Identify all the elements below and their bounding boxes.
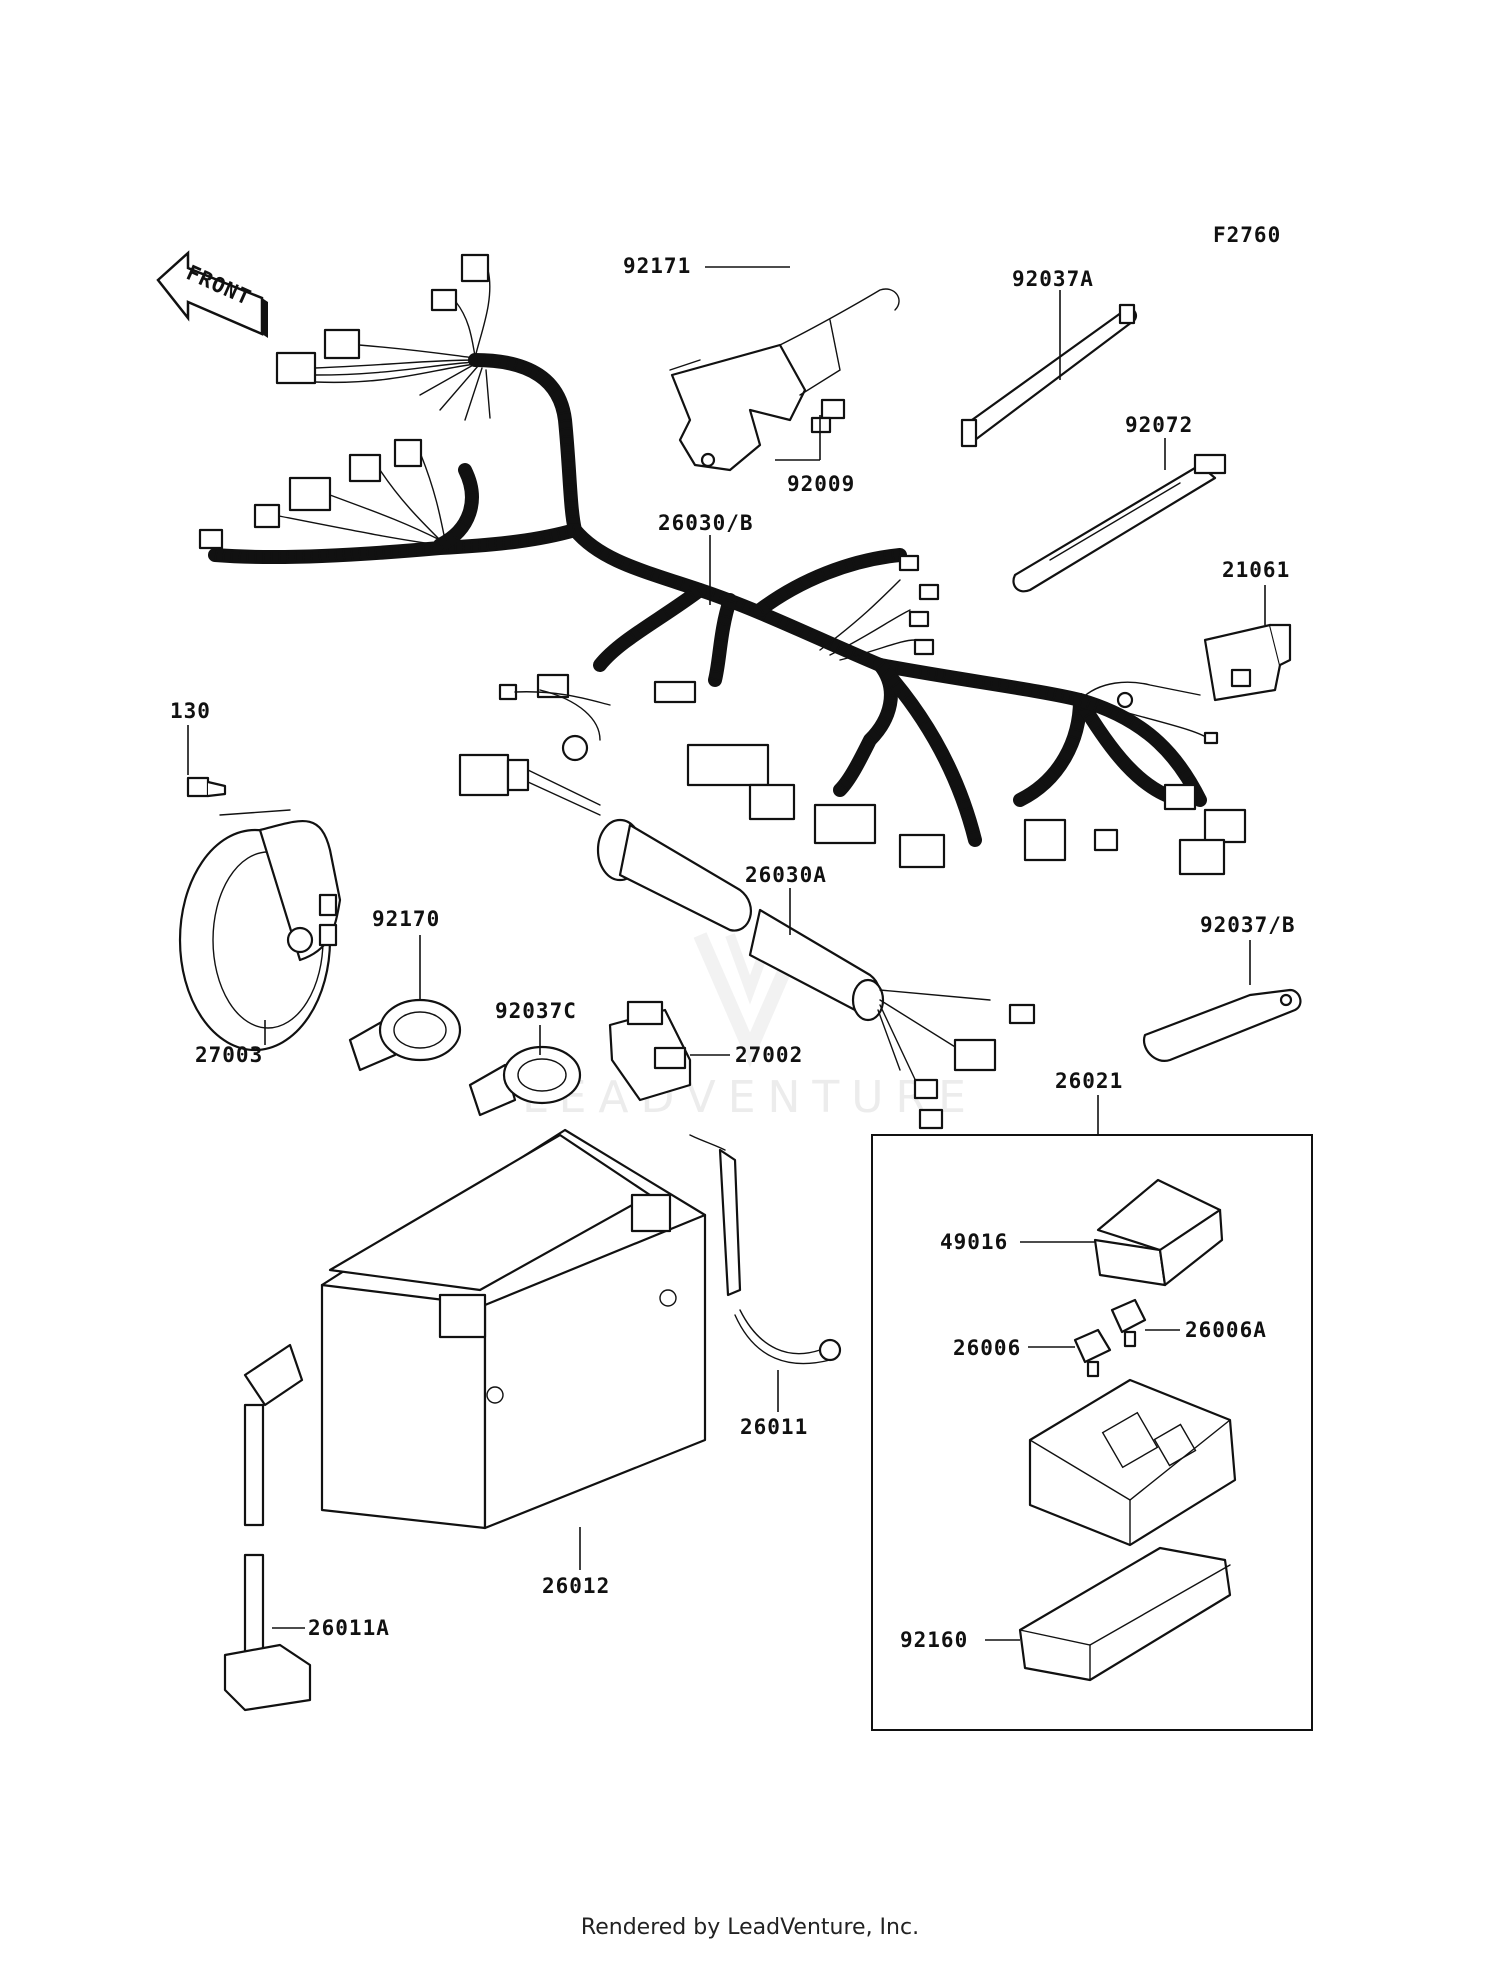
label-92170: 92170 <box>372 907 440 931</box>
label-92160: 92160 <box>900 1628 968 1652</box>
clamp-92170 <box>348 998 462 1072</box>
label-27002: 27002 <box>735 1043 803 1067</box>
label-92037A: 92037A <box>1012 267 1094 291</box>
label-92072: 92072 <box>1125 413 1193 437</box>
bracket-92171 <box>669 288 900 472</box>
label-26006A: 26006A <box>1185 1318 1267 1342</box>
label-26021: 26021 <box>1055 1069 1123 1093</box>
label-92009: 92009 <box>787 472 855 496</box>
cable-tie-92072 <box>1012 453 1227 593</box>
sub-harness-26030A <box>458 753 1036 1130</box>
label-49016: 49016 <box>940 1230 1008 1254</box>
label-26030A: 26030A <box>745 863 827 887</box>
fuse-box-body <box>1028 1378 1237 1547</box>
label-92171: 92171 <box>623 254 691 278</box>
bolt-130 <box>186 776 227 798</box>
fuse-26006A <box>1110 1298 1147 1348</box>
watermark-text: LEADVENTURE <box>522 1072 978 1123</box>
clamp-92037C <box>468 1045 582 1117</box>
label-27003: 27003 <box>195 1043 263 1067</box>
label-26006: 26006 <box>953 1336 1021 1360</box>
label-26011A: 26011A <box>308 1616 390 1640</box>
leader-lines <box>187 266 1266 1641</box>
label-21061: 21061 <box>1222 558 1290 582</box>
battery-26012 <box>320 1128 707 1530</box>
front-arrow-icon: FRONT <box>156 250 268 338</box>
label-26011: 26011 <box>740 1415 808 1439</box>
horn-27003 <box>178 809 342 1052</box>
clamp-92037A <box>960 303 1138 448</box>
relay-21061 <box>1203 623 1292 702</box>
figure-code: F2760 <box>1213 223 1281 247</box>
cable-26011A <box>223 1343 312 1712</box>
bolt-92009 <box>810 398 846 434</box>
label-92037C: 92037C <box>495 999 577 1023</box>
main-wire-harness <box>198 253 1247 876</box>
fuse-26006 <box>1073 1328 1112 1378</box>
fuse-box-group-frame <box>871 1134 1313 1731</box>
label-92037B: 92037/B <box>1200 913 1296 937</box>
relay-27002 <box>608 1000 692 1102</box>
label-26030B: 26030/B <box>658 511 754 535</box>
cover-92160 <box>1018 1546 1232 1682</box>
label-26012: 26012 <box>542 1574 610 1598</box>
footer-credit: Rendered by LeadVenture, Inc. <box>580 1915 920 1940</box>
label-130: 130 <box>170 699 211 723</box>
cover-49016 <box>1093 1178 1224 1287</box>
tab-92037B <box>1142 988 1302 1062</box>
cable-26011 <box>689 1134 842 1365</box>
